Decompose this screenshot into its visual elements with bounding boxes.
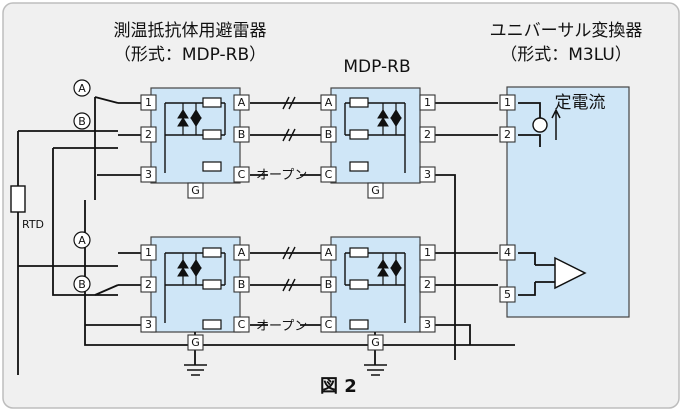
arrester-module-bottom-right <box>330 236 421 333</box>
current-arrow-icon <box>551 108 561 140</box>
svg-text:B: B <box>238 128 246 141</box>
ground-terminals: G G G G <box>187 182 384 351</box>
svg-text:G: G <box>371 184 380 197</box>
converter-title: ユニバーサル変換器 <box>490 21 643 41</box>
svg-text:B: B <box>78 278 86 291</box>
svg-text:2: 2 <box>504 128 511 141</box>
svg-text:1: 1 <box>424 96 431 109</box>
converter-terminals: 1 2 4 5 <box>499 94 516 303</box>
svg-text:3: 3 <box>424 168 431 181</box>
terminals-left-out-top: A B C <box>233 94 250 183</box>
svg-text:A: A <box>325 246 333 259</box>
svg-text:C: C <box>325 318 333 331</box>
terminals-right-in-top: A B C <box>320 94 337 183</box>
svg-text:2: 2 <box>145 128 152 141</box>
svg-text:B: B <box>238 278 246 291</box>
amplifier-icon <box>554 256 587 290</box>
svg-text:2: 2 <box>145 278 152 291</box>
svg-text:1: 1 <box>145 246 152 259</box>
arrester-module-top-left <box>150 87 241 184</box>
arrester-model: （形式：MDP-RB） <box>114 45 266 65</box>
constant-current-label: 定電流 <box>555 93 606 113</box>
current-source-icon <box>532 117 548 133</box>
terminals-right-in-bottom: A B C <box>320 244 337 333</box>
svg-text:C: C <box>238 168 246 181</box>
svg-text:A: A <box>78 234 86 247</box>
svg-text:3: 3 <box>145 318 152 331</box>
terminals-right-out-bottom: 1 2 3 <box>419 244 436 333</box>
terminals-left-in-top: 1 2 3 <box>140 94 157 183</box>
rtd-resistor <box>10 185 26 213</box>
svg-text:B: B <box>325 278 333 291</box>
svg-text:G: G <box>191 184 200 197</box>
svg-text:1: 1 <box>145 96 152 109</box>
converter-box <box>506 86 630 318</box>
arrester-title: 測温抵抗体用避雷器 <box>114 21 267 41</box>
svg-text:3: 3 <box>424 318 431 331</box>
svg-text:A: A <box>238 246 246 259</box>
diode-leads <box>182 103 397 285</box>
svg-text:G: G <box>371 336 380 349</box>
converter-model: （形式：M3LU） <box>500 45 632 65</box>
svg-text:A: A <box>238 96 246 109</box>
open-label-top: オープン <box>256 168 307 183</box>
svg-text:C: C <box>325 168 333 181</box>
svg-text:G: G <box>191 336 200 349</box>
line-break-marks <box>282 96 296 292</box>
terminals-left-in-bottom: 1 2 3 <box>140 244 157 333</box>
figure-label: 図 2 <box>320 376 357 397</box>
mdp-title: MDP-RB <box>343 57 410 77</box>
arrester-module-top-right <box>330 87 421 184</box>
svg-text:A: A <box>325 96 333 109</box>
svg-text:A: A <box>78 82 86 95</box>
svg-text:2: 2 <box>424 128 431 141</box>
earth-ground-icon <box>184 364 387 376</box>
line-markers: A B A B <box>73 79 91 293</box>
svg-text:4: 4 <box>504 246 511 259</box>
open-label-bottom: オープン <box>256 319 307 334</box>
rtd-label: RTD <box>22 218 44 231</box>
svg-text:C: C <box>238 318 246 331</box>
svg-text:1: 1 <box>424 246 431 259</box>
svg-text:1: 1 <box>504 96 511 109</box>
svg-text:5: 5 <box>504 288 511 301</box>
svg-text:B: B <box>78 115 86 128</box>
terminals-right-out-top: 1 2 3 <box>419 94 436 183</box>
svg-text:B: B <box>325 128 333 141</box>
svg-text:2: 2 <box>424 278 431 291</box>
terminals-left-out-bottom: A B C <box>233 244 250 333</box>
svg-text:3: 3 <box>145 168 152 181</box>
